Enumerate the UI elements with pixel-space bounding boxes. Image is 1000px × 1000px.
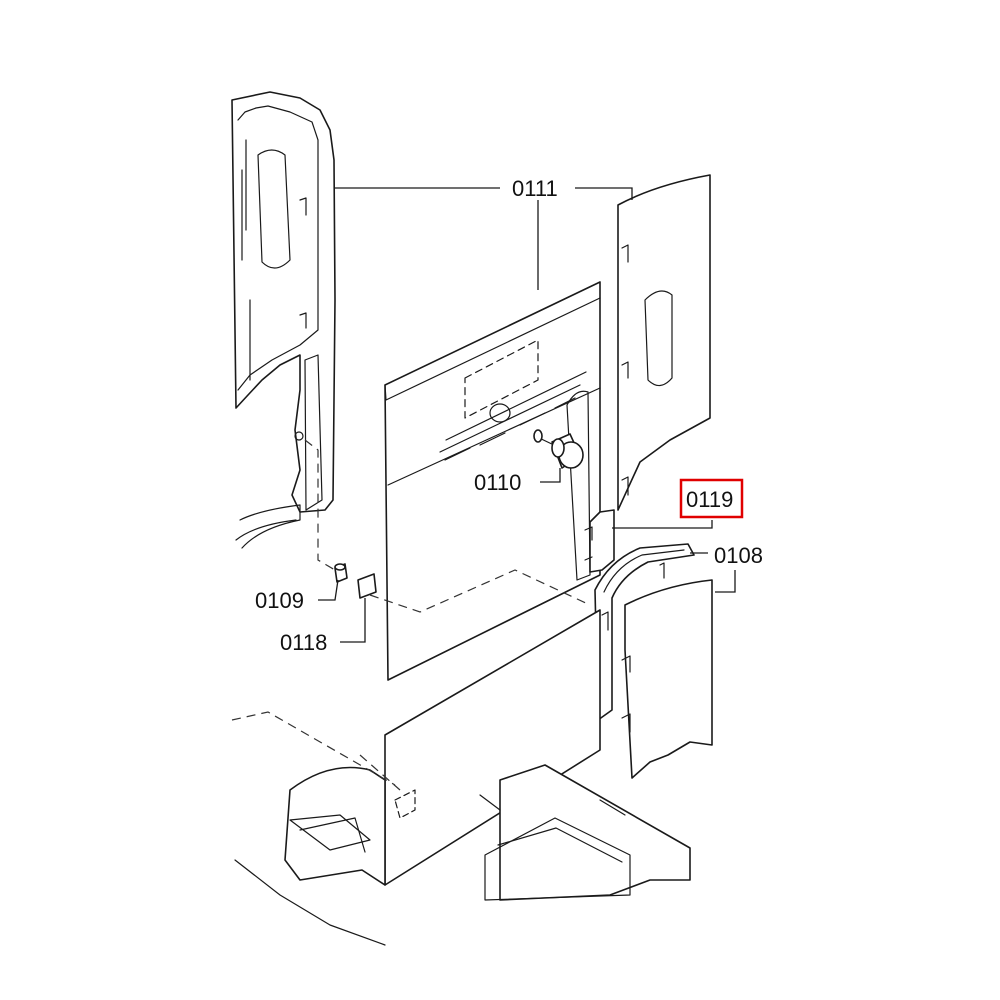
label-0119: 0119 bbox=[686, 487, 733, 512]
label-0108: 0108 bbox=[714, 543, 763, 568]
label-0111: 0111 bbox=[512, 176, 558, 201]
left-side-panel bbox=[231, 91, 336, 549]
part-highlight-box bbox=[679, 478, 744, 519]
base-tray bbox=[234, 764, 691, 946]
rail-part bbox=[594, 543, 695, 721]
label-0110: 0110 bbox=[474, 470, 521, 495]
small-parts bbox=[334, 563, 377, 599]
bracket-part bbox=[584, 509, 615, 573]
label-0118: 0118 bbox=[280, 630, 327, 655]
knob-part bbox=[533, 429, 584, 469]
right-side-panel bbox=[617, 174, 711, 511]
leader-lines bbox=[318, 187, 736, 643]
label-0109: 0109 bbox=[255, 588, 304, 613]
assembly-dashed-lines bbox=[231, 439, 591, 791]
right-lower-panel bbox=[621, 579, 713, 779]
